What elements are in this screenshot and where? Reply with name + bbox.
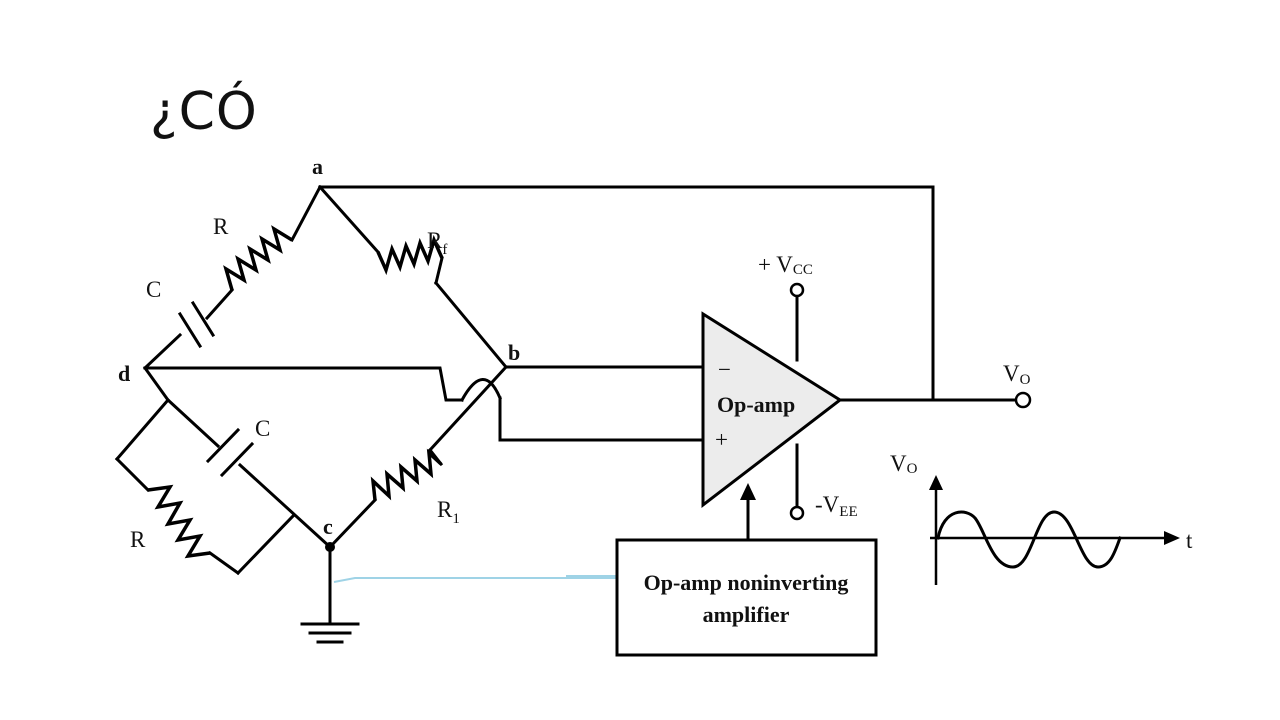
resistor-r-bottom xyxy=(147,484,211,559)
op-amp-minus-sign: − xyxy=(718,357,731,382)
op-amp-triangle xyxy=(701,311,843,509)
ground-symbol xyxy=(300,545,360,644)
noninverting-input-wire xyxy=(498,396,705,442)
label-r-bottom: R xyxy=(130,527,146,552)
vee-terminal xyxy=(789,505,805,521)
guide-line xyxy=(333,577,620,583)
op-amp-label: Op-amp xyxy=(717,392,795,417)
output-terminal xyxy=(1014,391,1032,409)
r1-arm xyxy=(327,364,509,550)
wire-crossover-hop xyxy=(459,378,502,403)
waveform-y-label: VO xyxy=(890,451,918,477)
waveform-x-arrow xyxy=(1164,531,1180,545)
waveform-x-label: t xyxy=(1186,528,1193,553)
op-amp-plus-sign: + xyxy=(715,427,728,452)
resistor-r1 xyxy=(370,448,443,501)
node-a-label: a xyxy=(312,154,323,179)
sine-wave xyxy=(936,510,1122,569)
resistor-rf xyxy=(376,234,444,276)
capacitor-top xyxy=(177,300,216,349)
parallel-rc-arm xyxy=(114,365,333,576)
capacitor-bottom xyxy=(205,427,255,478)
label-c-bottom: C xyxy=(255,416,270,441)
vcc-label: + VCC xyxy=(758,252,813,278)
node-c-dot xyxy=(325,542,335,552)
output-label: VO xyxy=(1003,361,1031,388)
vcc-terminal xyxy=(789,282,805,298)
node-c-label: c xyxy=(323,514,333,539)
label-rf: Rf xyxy=(427,228,447,258)
waveform-plot xyxy=(929,475,1180,585)
feed-arrow-head xyxy=(740,483,756,500)
amplifier-box-line2: amplifier xyxy=(703,602,790,627)
waveform-y-arrow xyxy=(929,475,943,490)
label-r-top: R xyxy=(213,214,229,239)
node-d-label: d xyxy=(118,361,130,386)
feedback-wire xyxy=(318,185,935,402)
series-rc-arm xyxy=(142,184,323,371)
rf-arm xyxy=(317,184,509,370)
amplifier-box-line1: Op-amp noninverting xyxy=(644,570,849,595)
node-b-label: b xyxy=(508,340,520,365)
label-c-top: C xyxy=(146,277,161,302)
label-r1: R1 xyxy=(437,497,460,527)
inverting-input-wire xyxy=(143,366,464,402)
vee-label: -VEE xyxy=(815,492,858,520)
resistor-r-top xyxy=(223,225,293,291)
amplifier-box xyxy=(615,538,878,657)
slide-heading: ¿CÓ xyxy=(150,82,258,142)
